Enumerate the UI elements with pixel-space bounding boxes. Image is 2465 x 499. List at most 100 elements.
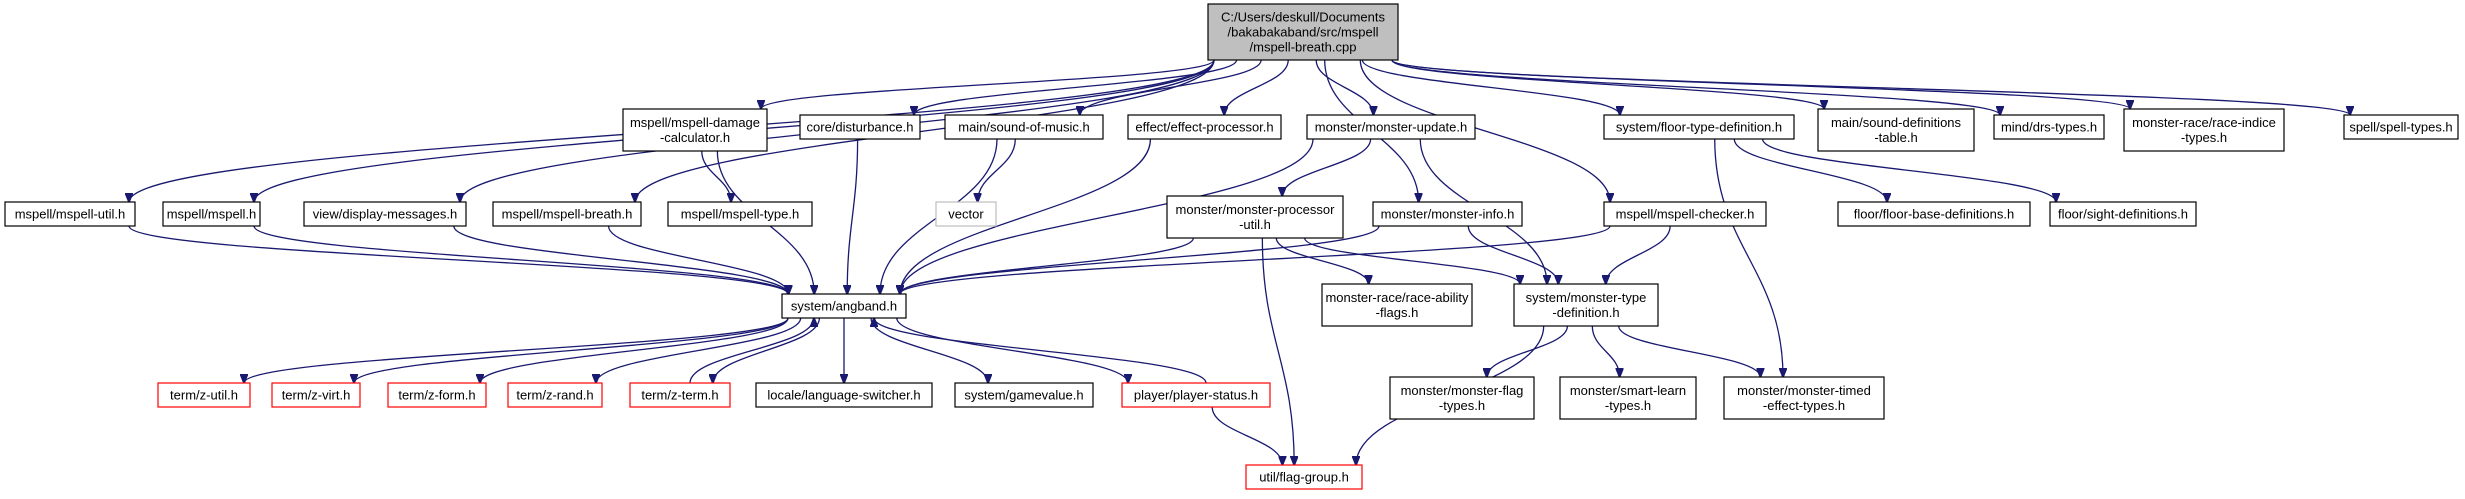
node-damage-calc[interactable]: mspell/mspell-damage-calculator.h: [622, 108, 768, 152]
node-label: monster/monster-processor: [1176, 202, 1336, 217]
edge-root-to-sound-music: [1080, 59, 1262, 115]
edge-mon-type-def-to-timed-effect: [1618, 325, 1761, 377]
edge-angband-to-z-rand: [596, 317, 802, 383]
node-z-util[interactable]: term/z-util.h: [157, 382, 251, 408]
node-label: system/monster-type: [1526, 290, 1647, 305]
node-label: mind/drs-types.h: [2001, 120, 2097, 135]
edge-root-to-drs-types: [1391, 59, 2000, 115]
node-z-virt[interactable]: term/z-virt.h: [271, 382, 361, 408]
node-label: main/sound-of-music.h: [958, 120, 1090, 135]
node-mspell-type[interactable]: mspell/mspell-type.h: [667, 201, 813, 227]
node-mon-update[interactable]: monster/monster-update.h: [1306, 114, 1476, 140]
edge-mspell-breath-to-angband: [607, 225, 789, 294]
node-box: [271, 382, 361, 408]
node-box: [944, 114, 1104, 140]
node-box: [1245, 464, 1363, 490]
node-spell-types[interactable]: spell/spell-types.h: [2343, 114, 2459, 140]
edge-sound-music-to-vector: [978, 138, 1016, 202]
node-box: [1723, 376, 1885, 420]
node-label: effect/effect-processor.h: [1135, 120, 1273, 135]
node-mon-type-def[interactable]: system/monster-type-definition.h: [1513, 283, 1659, 327]
edge-angband-to-gamevalue: [870, 317, 988, 383]
node-label: floor/sight-definitions.h: [2058, 207, 2188, 222]
edge-mon-info-to-mon-type-def: [1467, 225, 1558, 284]
node-label: term/z-form.h: [398, 388, 475, 403]
node-sound-music[interactable]: main/sound-of-music.h: [944, 114, 1104, 140]
node-race-ability[interactable]: monster-race/race-ability-flags.h: [1321, 283, 1473, 327]
node-mspell-checker[interactable]: mspell/mspell-checker.h: [1603, 201, 1767, 227]
node-box: [1321, 283, 1473, 327]
node-label: -effect-types.h: [1763, 398, 1845, 413]
edge-angband-to-z-virt: [354, 317, 789, 383]
node-label: term/z-rand.h: [516, 388, 593, 403]
node-floor-base-def[interactable]: floor/floor-base-definitions.h: [1837, 201, 2031, 227]
node-flag-group[interactable]: util/flag-group.h: [1245, 464, 1363, 490]
edge-root-to-spell-types: [1391, 59, 2350, 115]
node-label: system/angband.h: [791, 299, 897, 314]
edge-mon-update-to-mon-proc-util: [1282, 138, 1372, 196]
node-label: core/disturbance.h: [807, 120, 914, 135]
node-timed-effect[interactable]: monster/monster-timed-effect-types.h: [1723, 376, 1885, 420]
edge-angband-to-z-util: [244, 317, 789, 383]
node-label: monster/monster-update.h: [1315, 120, 1467, 135]
node-floor-type-def[interactable]: system/floor-type-definition.h: [1603, 114, 1795, 140]
node-label: mspell/mspell-util.h: [15, 207, 126, 222]
node-label: -types.h: [1439, 398, 1485, 413]
node-mon-info[interactable]: monster/monster-info.h: [1372, 201, 1523, 227]
node-gamevalue[interactable]: system/gamevalue.h: [954, 382, 1094, 408]
node-label: monster/smart-learn: [1570, 383, 1686, 398]
edge-root-to-effect-proc: [1224, 59, 1289, 115]
node-smart-learn[interactable]: monster/smart-learn-types.h: [1559, 376, 1697, 420]
node-label: mspell/mspell-breath.h: [502, 207, 633, 222]
node-race-indice[interactable]: monster-race/race-indice-types.h: [2123, 108, 2285, 152]
node-mspell[interactable]: mspell/mspell.h: [162, 201, 261, 227]
edge-angband-to-player-status: [896, 317, 1128, 383]
node-lang-switcher[interactable]: locale/language-switcher.h: [755, 382, 933, 408]
node-z-term[interactable]: term/z-term.h: [629, 382, 731, 408]
edge-root-to-disturbance: [914, 59, 1238, 115]
edge-floor-type-def-to-sight-def: [1761, 138, 2056, 202]
edge-player-status-to-angband: [874, 318, 1207, 384]
node-label: term/z-virt.h: [282, 388, 351, 403]
node-label: mspell/mspell-checker.h: [1616, 207, 1755, 222]
node-box: [667, 201, 813, 227]
node-display-messages[interactable]: view/display-messages.h: [303, 201, 467, 227]
node-label: vector: [948, 207, 984, 222]
node-sight-def[interactable]: floor/sight-definitions.h: [2049, 201, 2197, 227]
node-box: [1513, 283, 1659, 327]
node-effect-proc[interactable]: effect/effect-processor.h: [1127, 114, 1282, 140]
node-box: [303, 201, 467, 227]
node-label: monster/monster-timed: [1737, 383, 1871, 398]
node-z-form[interactable]: term/z-form.h: [387, 382, 487, 408]
node-label: monster-race/race-indice: [2132, 115, 2276, 130]
node-label: system/floor-type-definition.h: [1616, 120, 1782, 135]
node-label: /bakabakaband/src/mspell: [1227, 25, 1378, 40]
edge-mon-proc-util-to-race-ability: [1275, 237, 1368, 284]
edge-disturbance-to-angband: [847, 138, 859, 294]
node-player-status[interactable]: player/player-status.h: [1121, 382, 1271, 408]
node-drs-types[interactable]: mind/drs-types.h: [1993, 114, 2105, 140]
edge-mon-update-to-angband: [900, 138, 1314, 294]
node-disturbance[interactable]: core/disturbance.h: [799, 114, 921, 140]
node-mspell-breath[interactable]: mspell/mspell-breath.h: [492, 201, 642, 227]
edge-mspell-checker-to-angband: [900, 225, 1611, 294]
node-angband[interactable]: system/angband.h: [781, 293, 907, 319]
node-z-rand[interactable]: term/z-rand.h: [507, 382, 603, 408]
edge-floor-type-def-to-timed-effect: [1714, 138, 1783, 377]
node-mon-flag-types[interactable]: monster/monster-flag-types.h: [1389, 376, 1535, 420]
edge-mspell-checker-to-mon-type-def: [1606, 225, 1671, 284]
node-root[interactable]: C:/Users/deskull/Documents/bakabakaband/…: [1207, 3, 1399, 61]
node-label: player/player-status.h: [1134, 388, 1258, 403]
node-label: monster/monster-flag: [1401, 383, 1524, 398]
node-label: spell/spell-types.h: [2349, 120, 2452, 135]
node-label: -definition.h: [1552, 305, 1619, 320]
node-box: [954, 382, 1094, 408]
node-box: [781, 293, 907, 319]
edge-z-term-to-angband: [689, 318, 814, 384]
node-mspell-util[interactable]: mspell/mspell-util.h: [4, 201, 136, 227]
node-vector[interactable]: vector: [935, 201, 997, 227]
node-label: mspell/mspell-damage: [630, 115, 760, 130]
node-mon-proc-util[interactable]: monster/monster-processor-util.h: [1166, 195, 1344, 239]
node-label: floor/floor-base-definitions.h: [1854, 207, 2014, 222]
node-sound-def-table[interactable]: main/sound-definitions-table.h: [1817, 108, 1975, 152]
